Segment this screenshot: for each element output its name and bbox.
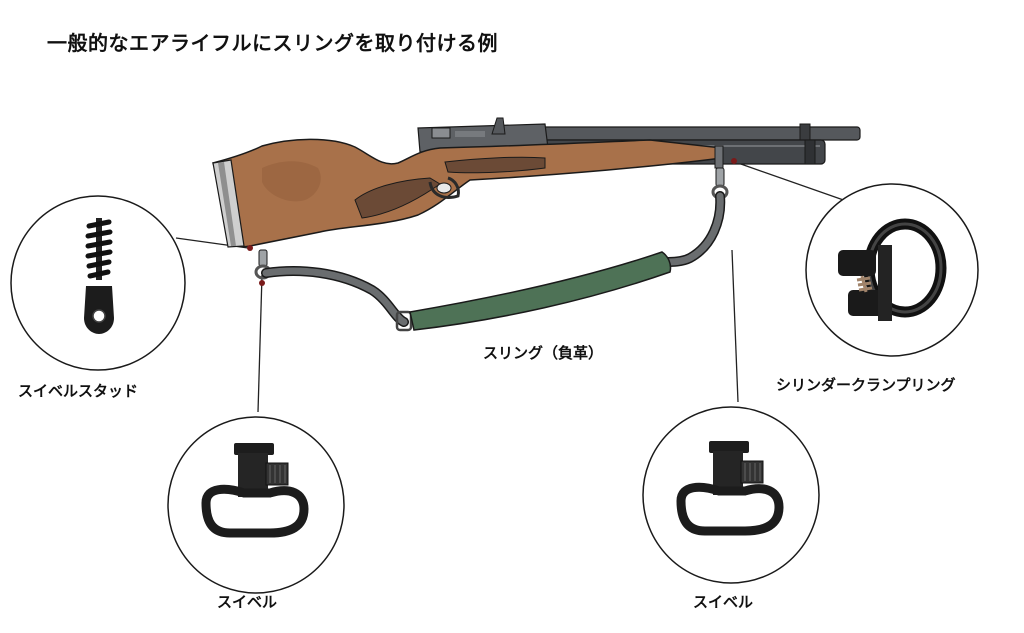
trigger-guard (428, 176, 460, 199)
page-title: 一般的なエアライフルにスリングを取り付ける例 (47, 31, 498, 55)
callout-cylinder-clamp (805, 183, 979, 357)
callout-swivel-left (167, 416, 345, 594)
sling-shoulder-pad (409, 251, 672, 331)
label-swivel-left: スイベル (217, 593, 278, 611)
forend-checkering (444, 156, 546, 174)
clamp-ring-icon (838, 218, 947, 321)
label-cylinder-clamp-ring: シリンダークランプリング (776, 376, 956, 394)
sling (254, 167, 729, 332)
label-swivel-stud: スイベルスタッド (18, 382, 139, 400)
label-sling: スリング（負革） (483, 344, 604, 362)
air-rifle (212, 117, 861, 251)
barrel (539, 126, 861, 141)
rear-sight (491, 117, 506, 135)
clamp-marker-dot (731, 158, 737, 164)
leader-lines (175, 162, 853, 413)
leader-line-swivel-left (257, 274, 263, 413)
sling-swivel-icon (201, 443, 309, 538)
callout-swivel-stud (10, 195, 186, 371)
leader-line-swivel-right (731, 249, 739, 403)
wooden-stock (212, 138, 723, 248)
sling-swivel-icon (676, 441, 784, 536)
leader-line-clamp (737, 162, 853, 204)
stud-marker-dot (247, 245, 253, 251)
callout-swivel-right (642, 406, 820, 584)
label-swivel-right: スイベル (693, 593, 754, 611)
swivel-stud-icon (84, 218, 114, 334)
